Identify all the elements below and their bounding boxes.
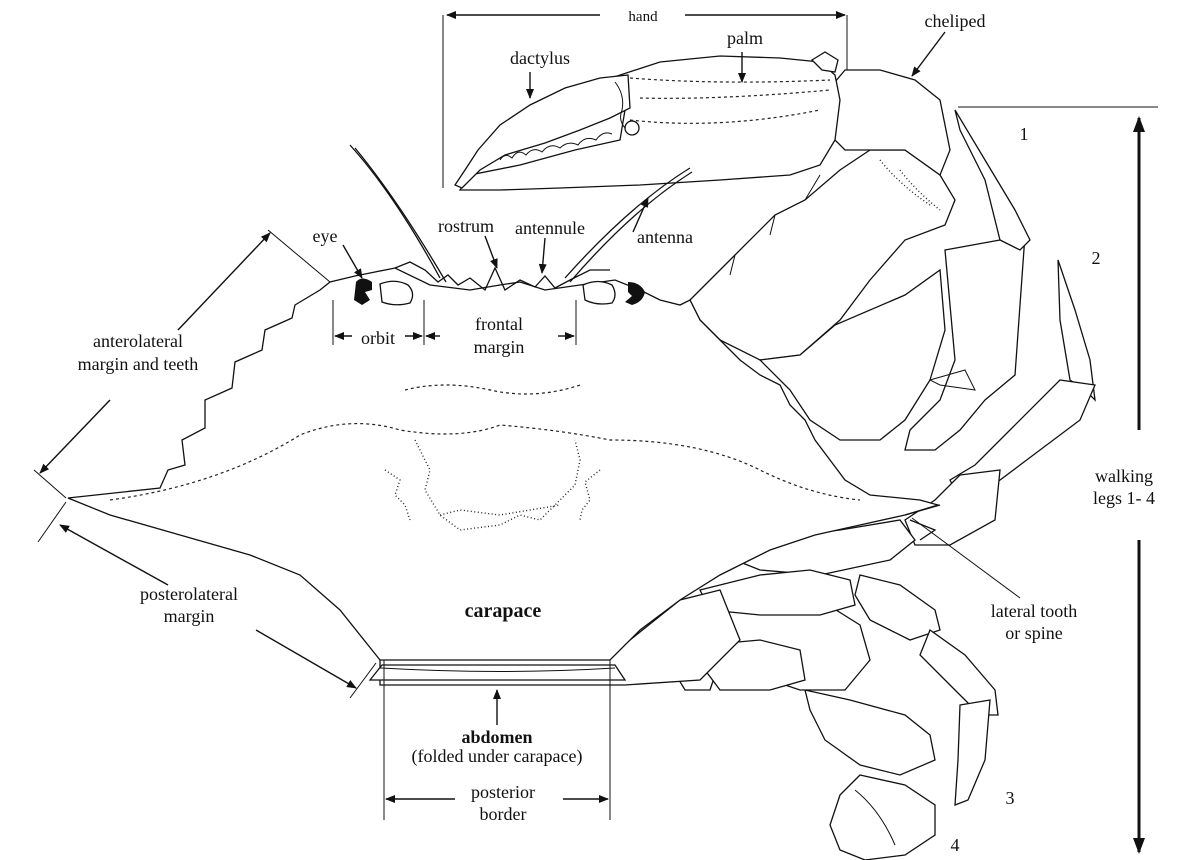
label-hand: hand bbox=[628, 9, 658, 25]
label-anterolateral-line1: anterolateral bbox=[93, 331, 183, 351]
label-abdomen-note: (folded under carapace) bbox=[412, 746, 583, 767]
label-leg-2: 2 bbox=[1092, 248, 1101, 268]
walking-legs bbox=[669, 109, 1096, 860]
label-posterior-line2: border bbox=[480, 804, 527, 824]
label-posterior-line1: posterior bbox=[471, 782, 535, 802]
label-leg-4: 4 bbox=[951, 835, 960, 855]
label-carapace: carapace bbox=[465, 600, 542, 622]
label-cheliped: cheliped bbox=[925, 11, 986, 31]
label-abdomen: abdomen bbox=[461, 727, 532, 747]
label-rostrum: rostrum bbox=[438, 216, 494, 236]
label-walking-line2: legs 1- 4 bbox=[1093, 488, 1155, 508]
labels: hand palm dactylus cheliped eye rostrum … bbox=[78, 9, 1155, 855]
label-antenna: antenna bbox=[637, 227, 693, 247]
label-lateral-tooth-line1: lateral tooth bbox=[991, 601, 1077, 621]
label-antennule: antennule bbox=[515, 218, 585, 238]
label-leg-3: 3 bbox=[1006, 788, 1015, 808]
label-frontal-margin-line2: margin bbox=[474, 337, 525, 357]
label-leg-1: 1 bbox=[1020, 124, 1029, 144]
label-anterolateral-line2: margin and teeth bbox=[78, 354, 199, 374]
label-orbit: orbit bbox=[361, 328, 395, 348]
label-dactylus: dactylus bbox=[510, 48, 570, 68]
annotation-lines bbox=[33, 11, 1158, 854]
label-posterolateral-line1: posterolateral bbox=[140, 584, 238, 604]
label-lateral-tooth-line2: or spine bbox=[1005, 623, 1063, 643]
carapace-body bbox=[67, 144, 941, 686]
label-walking-line1: walking bbox=[1095, 466, 1153, 486]
label-posterolateral-line2: margin bbox=[164, 606, 215, 626]
label-eye: eye bbox=[313, 226, 338, 246]
label-palm: palm bbox=[727, 28, 763, 48]
cheliped bbox=[454, 51, 956, 441]
label-frontal-margin-line1: frontal bbox=[475, 314, 523, 334]
